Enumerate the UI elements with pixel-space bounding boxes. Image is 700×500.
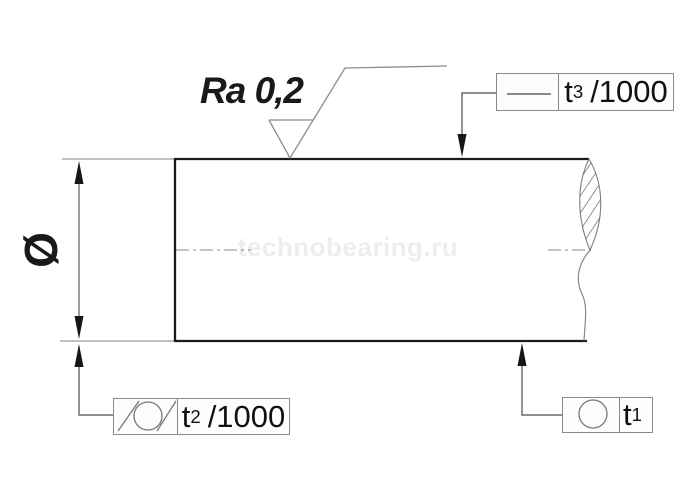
leader-t3 (457, 92, 496, 157)
break-section (577, 157, 602, 342)
diameter-symbol: Ø (15, 232, 67, 268)
leader-arrow-up-icon (517, 343, 527, 366)
leader-t2 (74, 344, 113, 416)
leader-t1 (517, 343, 562, 416)
dimension-arrow-up-icon (74, 161, 84, 184)
roundness-icon (578, 399, 608, 429)
watermark-text: technobearing.ru (237, 232, 459, 262)
leader-arrow-up-icon (74, 344, 84, 367)
leader-arrow-down-icon (457, 134, 467, 157)
surface-roughness-label: Ra 0,2 (200, 70, 304, 111)
hatching (579, 159, 601, 250)
roughness-symbol-icon (268, 65, 448, 160)
shaft-outline (173, 157, 589, 343)
straightness-icon (507, 93, 551, 95)
break-wavy-line (577, 249, 591, 342)
dimension-arrow-down-icon (74, 316, 84, 339)
diameter-dimension-line (74, 161, 84, 339)
cylindricity-icon (117, 400, 177, 432)
extension-lines (60, 158, 174, 342)
